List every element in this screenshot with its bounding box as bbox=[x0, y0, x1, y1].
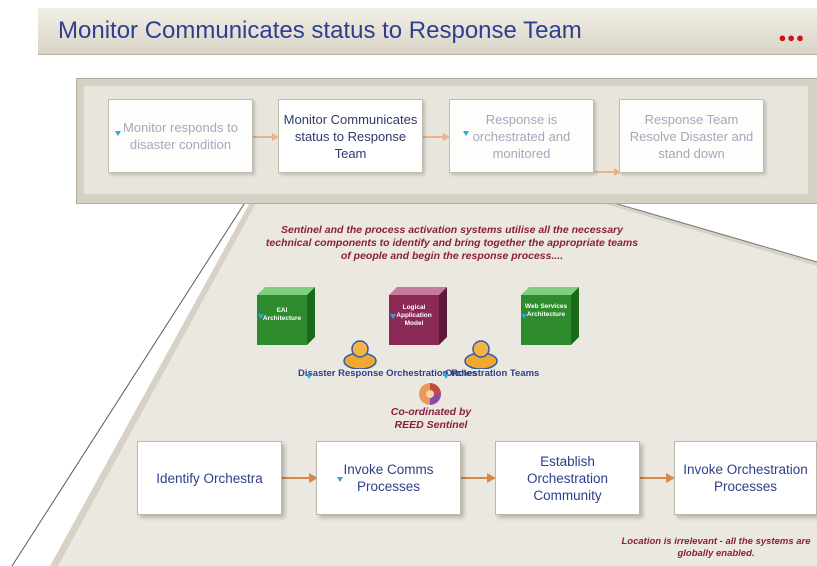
step-label: Establish Orchestration Community bbox=[526, 453, 609, 503]
bullet-icon bbox=[337, 477, 343, 482]
bullet-icon bbox=[443, 374, 449, 379]
cube-logical-application-model-icon bbox=[389, 287, 447, 345]
cube-label: EAI Architecture bbox=[262, 307, 302, 322]
step-response-orchestrated[interactable]: Response is orchestrated and monitored bbox=[449, 99, 594, 173]
step-identify-orchestra[interactable]: Identify Orchestra bbox=[137, 441, 282, 515]
role-label: Disaster Response Orchestration Roles bbox=[298, 368, 477, 379]
sentinel-logo-icon bbox=[419, 383, 441, 405]
bullet-icon bbox=[390, 314, 396, 319]
role-label: Orchestration Teams bbox=[445, 368, 540, 379]
step-monitor-responds[interactable]: Monitor responds to disaster condition bbox=[108, 99, 253, 173]
footnote: Location is irrelevant - all the systems… bbox=[621, 536, 811, 559]
step-establish-community[interactable]: Establish Orchestration Community bbox=[495, 441, 640, 515]
decorative-dots: ●●● bbox=[778, 30, 805, 45]
step-label: Monitor Communicates status to Response … bbox=[283, 111, 418, 161]
step-label: Invoke Orchestration Processes bbox=[683, 462, 808, 494]
bullet-icon bbox=[115, 131, 121, 136]
bullet-icon bbox=[306, 374, 312, 379]
person-icon bbox=[464, 340, 498, 369]
step-label: Monitor responds to disaster condition bbox=[123, 120, 238, 152]
step-invoke-orchestration[interactable]: Invoke Orchestration Processes bbox=[674, 441, 817, 515]
cube-eai-icon bbox=[257, 287, 315, 345]
title-bar bbox=[38, 8, 817, 55]
step-label: Response Team Resolve Disaster and stand… bbox=[629, 111, 754, 161]
zoom-line-left bbox=[11, 147, 281, 566]
step-monitor-communicates[interactable]: Monitor Communicates status to Response … bbox=[278, 99, 423, 173]
step-response-team-resolve[interactable]: Response Team Resolve Disaster and stand… bbox=[619, 99, 764, 173]
page-title: Monitor Communicates status to Response … bbox=[58, 17, 582, 44]
cube-label: Web Services Architecture bbox=[524, 303, 568, 318]
person-icon bbox=[343, 340, 377, 369]
step-label: Response is orchestrated and monitored bbox=[472, 111, 571, 161]
bullet-icon bbox=[521, 314, 527, 319]
bullet-icon bbox=[463, 131, 469, 136]
step-label: Invoke Comms Processes bbox=[343, 462, 434, 494]
intro-caption: Sentinel and the process activation syst… bbox=[265, 224, 639, 262]
step-label: Identify Orchestra bbox=[156, 470, 263, 486]
bullet-icon bbox=[258, 314, 264, 319]
coordinator-label: Co-ordinated by REED Sentinel bbox=[390, 406, 472, 431]
cube-web-services-icon bbox=[521, 287, 579, 345]
cube-label: Logical Application Model bbox=[396, 304, 432, 327]
